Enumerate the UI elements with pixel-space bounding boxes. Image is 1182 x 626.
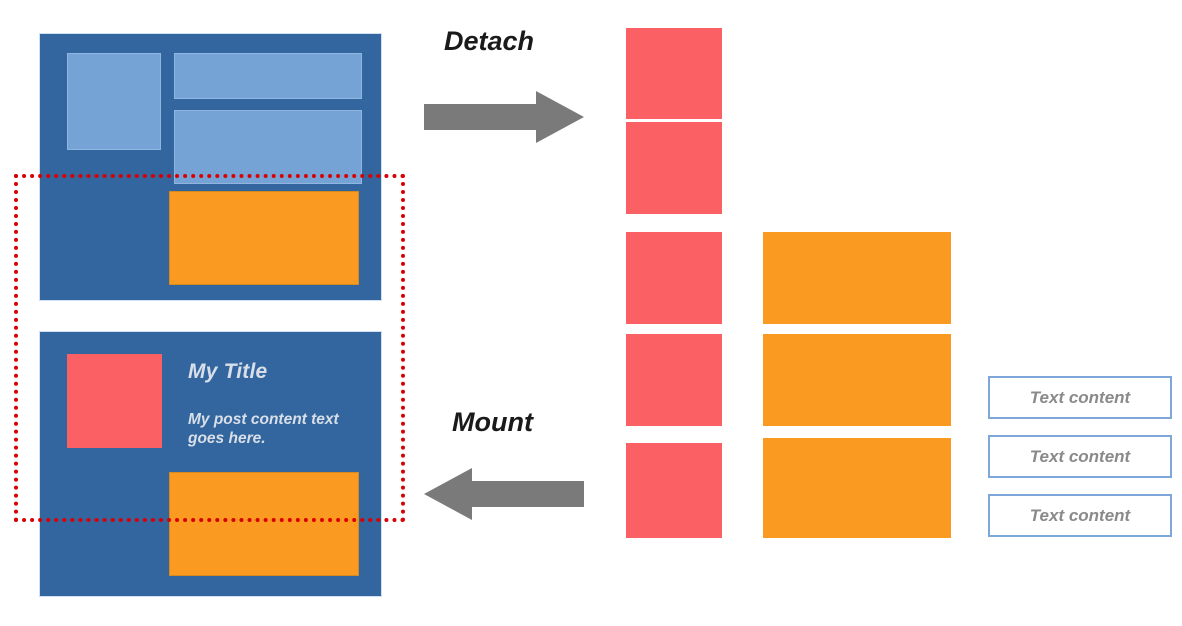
placeholder-square-box [67, 53, 161, 150]
detach-label: Detach [444, 26, 535, 56]
text-content-label: Text content [1029, 387, 1131, 407]
detached-orange-card [763, 334, 951, 426]
post-screen-panel: My Title My post content text goes here. [39, 331, 382, 597]
detached-red-card [626, 28, 722, 119]
arrow-right-icon [424, 91, 584, 143]
wireframe-screen-panel [39, 33, 382, 301]
detached-orange-card [763, 232, 951, 324]
text-content-label: Text content [1029, 446, 1131, 466]
detached-red-card [626, 122, 722, 214]
detached-red-card [626, 334, 722, 426]
placeholder-bar-box [174, 53, 362, 99]
orange-media-block-top [169, 191, 359, 285]
detached-red-card [626, 232, 722, 324]
mount-label: Mount [452, 407, 533, 437]
red-avatar-square [67, 354, 162, 448]
text-content-card[interactable]: Text content [988, 435, 1172, 478]
post-title: My Title [188, 360, 268, 383]
text-content-label: Text content [1029, 505, 1131, 525]
text-content-card[interactable]: Text content [988, 376, 1172, 419]
detached-orange-card [763, 438, 951, 538]
text-content-card[interactable]: Text content [988, 494, 1172, 537]
orange-media-block-bottom [169, 472, 359, 576]
placeholder-block-box [174, 110, 362, 184]
arrow-left-icon [424, 468, 584, 520]
post-body-text: My post content text goes here. [188, 411, 339, 447]
detached-red-card [626, 443, 722, 538]
